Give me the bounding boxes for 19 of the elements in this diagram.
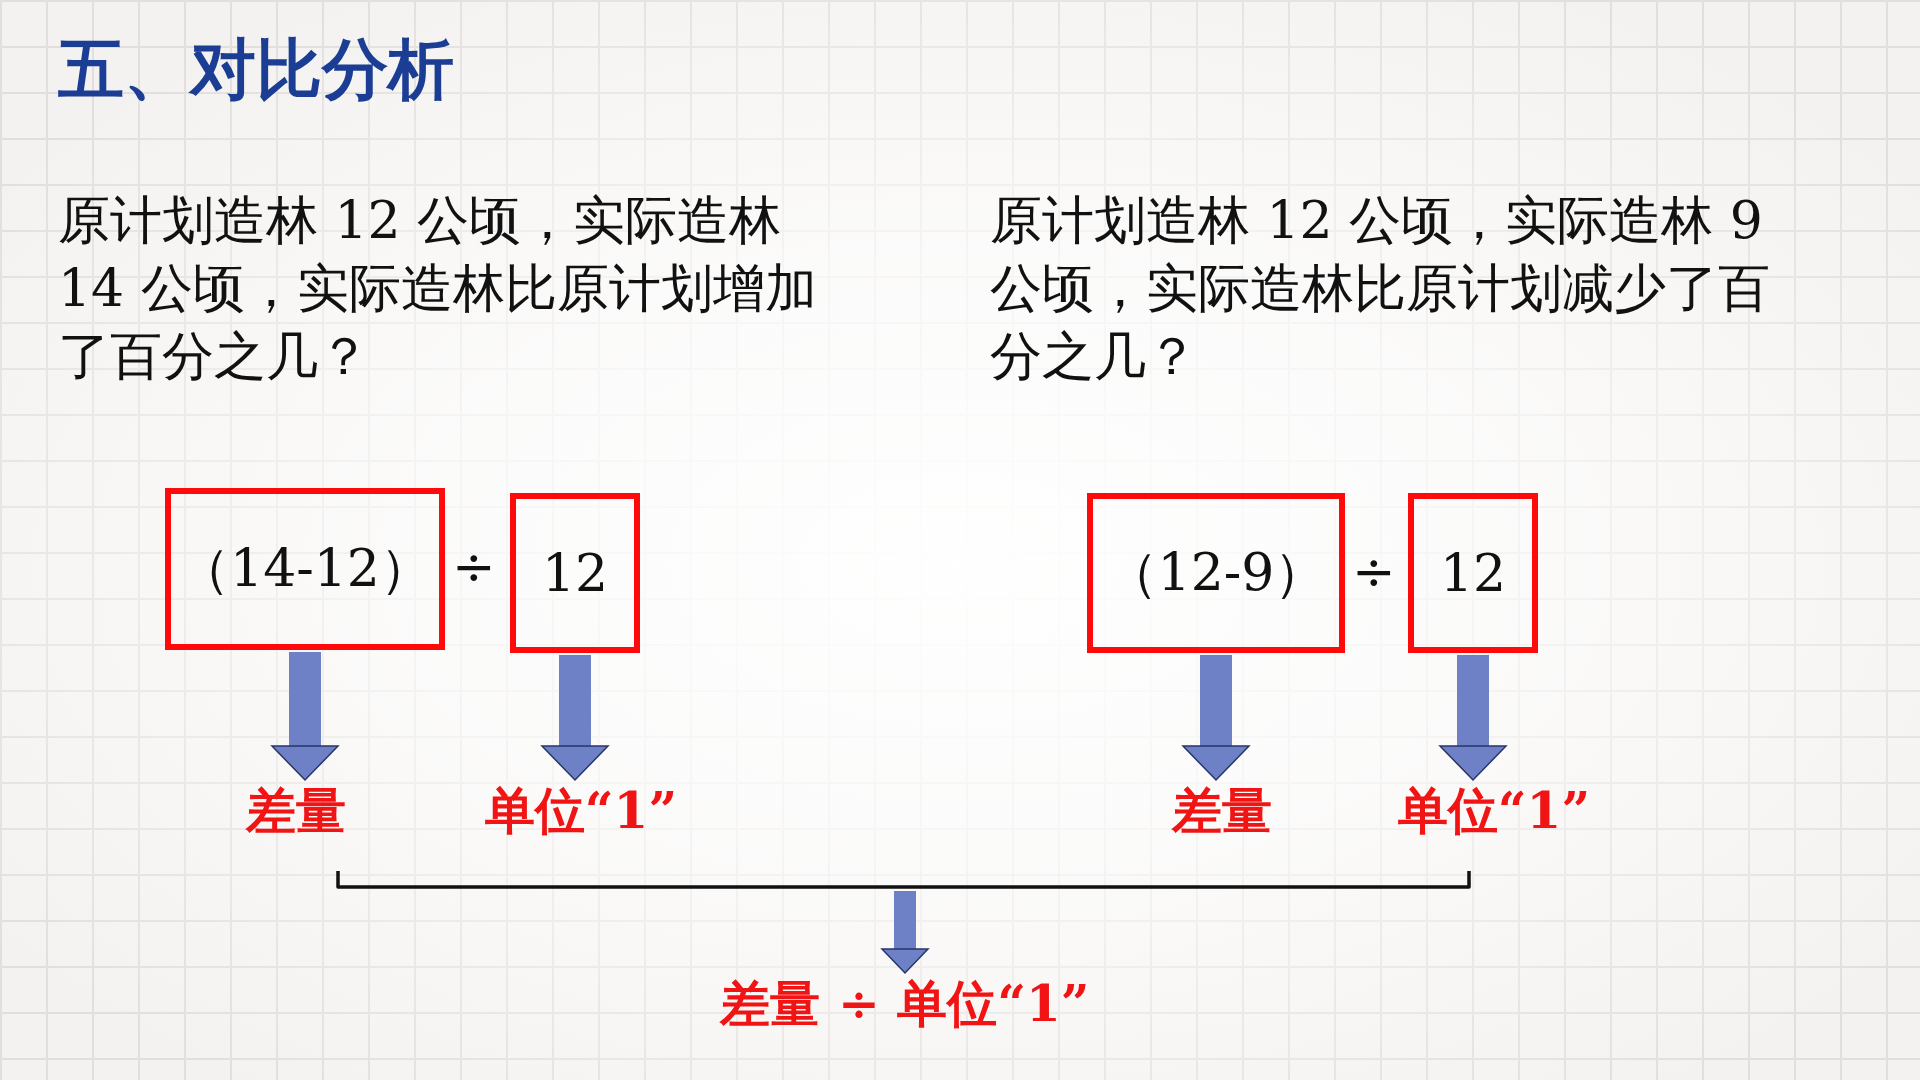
question-text: 原计划造林 12 公顷，实际造林 9 公顷，实际造林比原计划减少了百分之几？	[990, 189, 1771, 388]
down-arrow	[881, 891, 929, 974]
highlight-box: 12	[510, 493, 640, 653]
highlight-box: （12-9）	[1087, 493, 1345, 653]
highlight-box: 12	[1408, 493, 1538, 653]
down-arrow	[271, 652, 339, 781]
division-sign: ÷	[1352, 543, 1396, 603]
formula-label: 差量 ÷ 单位“1”	[720, 975, 1090, 1033]
division-sign: ÷	[452, 538, 496, 598]
question-text: 原计划造林 12 公顷，实际造林 14 公顷，实际造林比原计划增加了百分之几？	[58, 189, 818, 388]
term-label: 单位“1”	[484, 782, 678, 840]
term-label: 差量	[246, 782, 346, 840]
down-arrow	[1182, 655, 1250, 781]
highlight-box: （14-12）	[165, 488, 445, 650]
down-arrow	[541, 655, 609, 781]
slide-title: 五、对比分析	[58, 30, 454, 110]
term-label: 差量	[1172, 782, 1272, 840]
down-arrow	[1439, 655, 1507, 781]
term-label: 单位“1”	[1397, 782, 1591, 840]
